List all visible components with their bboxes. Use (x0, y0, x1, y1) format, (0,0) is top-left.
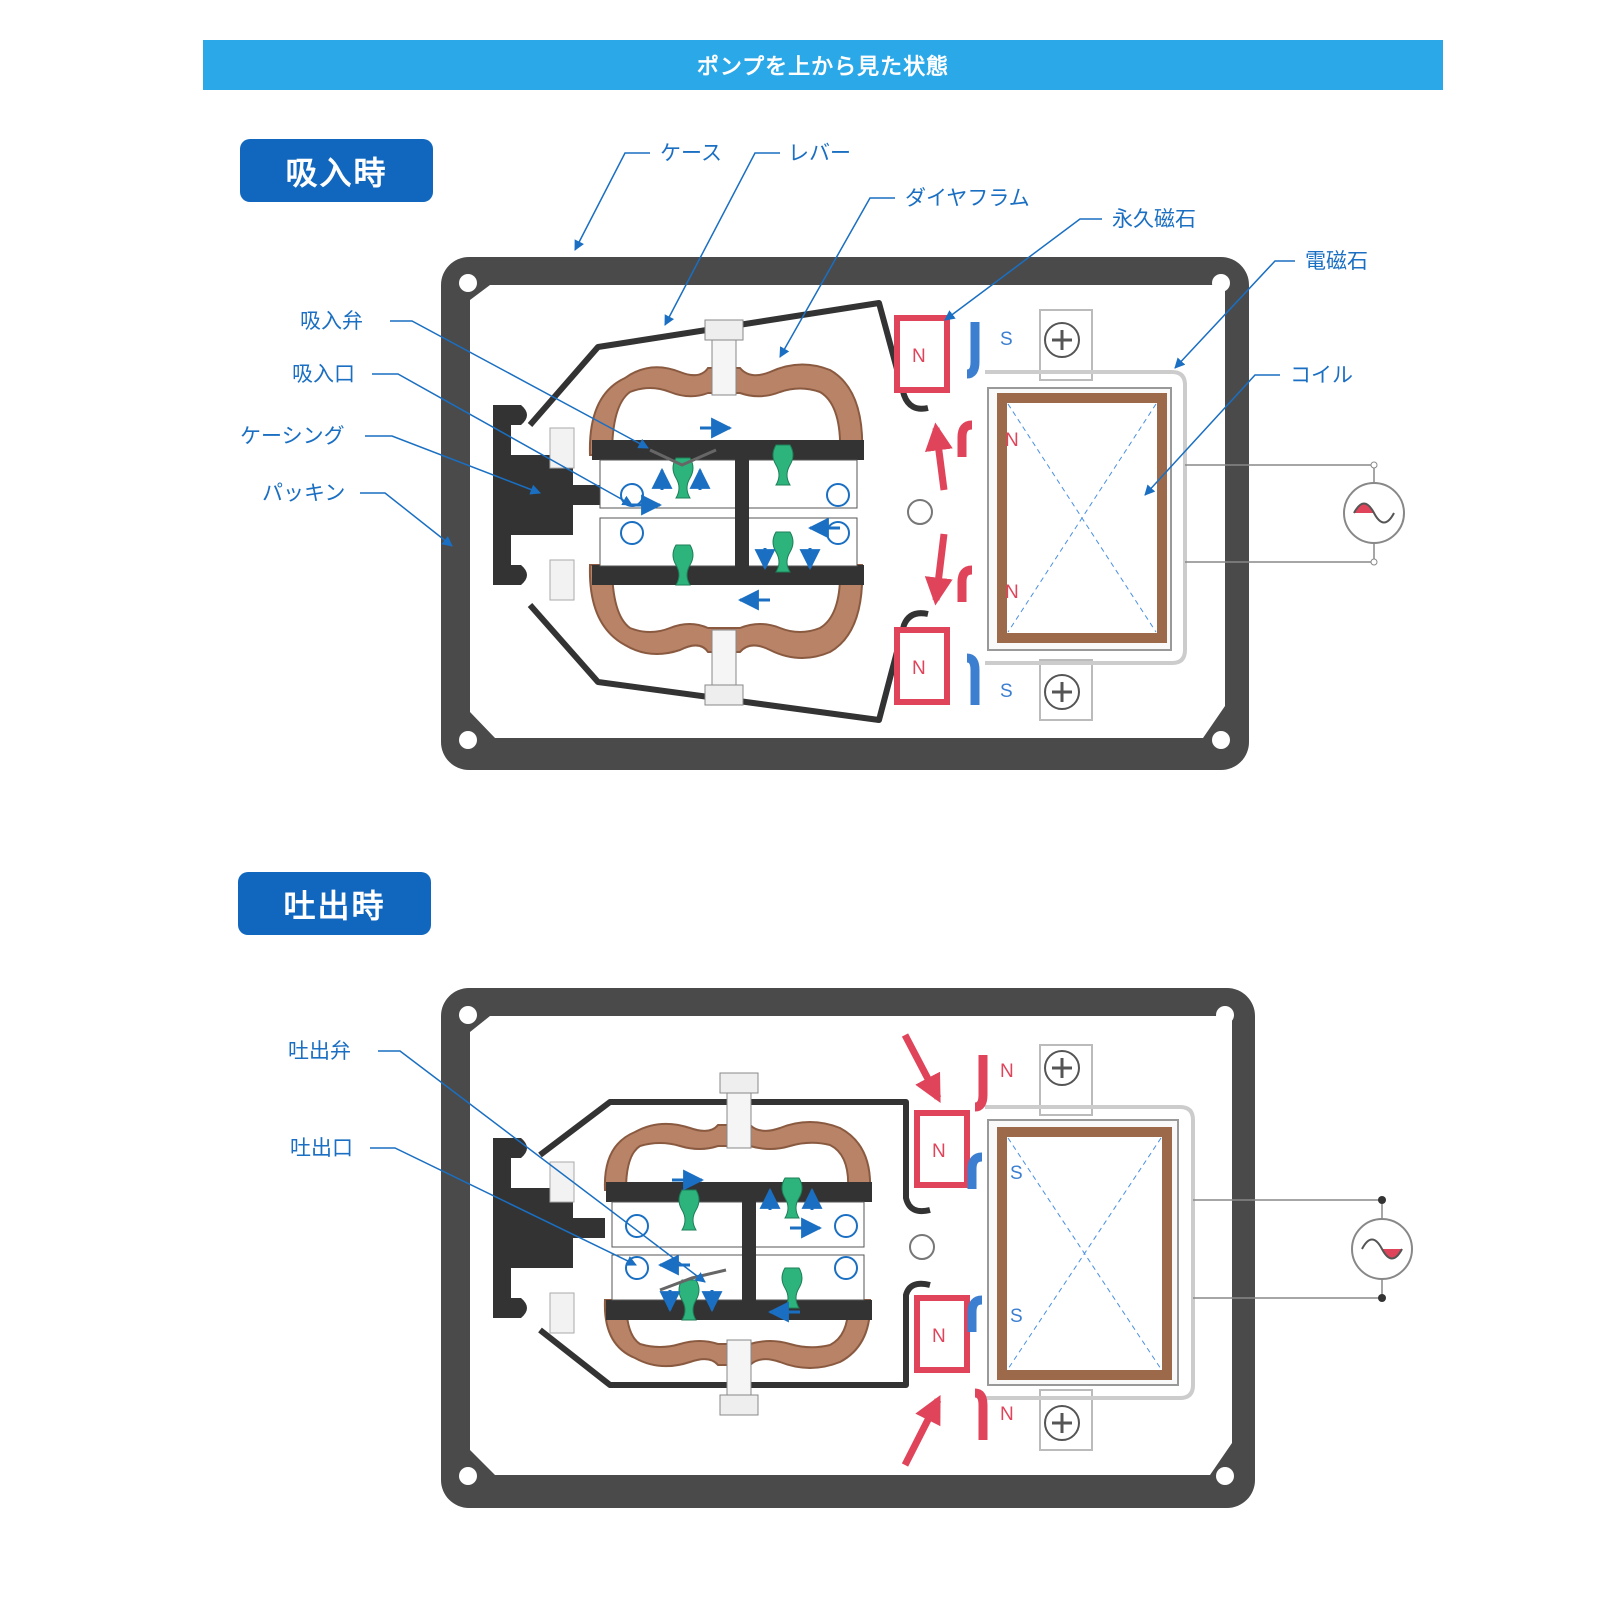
svg-text:N: N (912, 346, 926, 367)
lever-frame (538, 1099, 931, 1215)
label-permanent-magnet: 永久磁石 (1112, 207, 1196, 231)
diaphragm (603, 1072, 872, 1416)
magnet-motion-arrows (924, 422, 953, 606)
svg-text:S: S (1000, 329, 1013, 350)
page-title: ポンプを上から見た状態 (203, 40, 1443, 90)
svg-text:N: N (1005, 582, 1019, 603)
permanent-magnet-top: N (894, 315, 950, 393)
flow-arrows (630, 417, 840, 611)
svg-text:N: N (1000, 1061, 1014, 1082)
label-case: ケース (660, 141, 722, 165)
label-suction-valve: 吸入弁 (300, 309, 363, 333)
ac-source-icon (1185, 461, 1405, 566)
label-discharge-port: 吐出口 (290, 1136, 353, 1160)
lever-frame (527, 300, 929, 427)
permanent-magnet-top: N (914, 1110, 970, 1188)
discharge-port-block (493, 1138, 605, 1334)
label-casing: ケーシング (240, 424, 345, 448)
label-coil: コイル (1290, 363, 1353, 387)
label-lever: レバー (788, 141, 851, 165)
mode-badge-suction: 吸入時 (240, 139, 433, 202)
discharge-diagram: N N N S (288, 988, 1413, 1508)
permanent-magnet-bottom: N (914, 1295, 970, 1373)
svg-text:S: S (1000, 681, 1013, 702)
label-discharge-valve: 吐出弁 (288, 1039, 351, 1063)
svg-text:N: N (912, 658, 926, 679)
electromagnet: N S S N (967, 1044, 1195, 1451)
suction-diagram: N N S N (240, 141, 1405, 770)
svg-text:N: N (1005, 430, 1019, 451)
discharge-labels: 吐出弁 吐出口 (288, 1039, 706, 1283)
label-packing: パッキン (262, 481, 345, 505)
magnet-motion-arrows (901, 1033, 942, 1467)
svg-text:S: S (1010, 1163, 1023, 1184)
suction-labels: ケース レバー ダイヤフラム 永久磁石 電磁石 コイル 吸入弁 吸入口 ケーシン… (240, 141, 1368, 547)
label-suction-port: 吸入口 (292, 362, 355, 386)
mode-badge-discharge: 吐出時 (238, 872, 431, 935)
permanent-magnet-bottom: N (894, 627, 950, 705)
label-electromagnet: 電磁石 (1305, 249, 1368, 273)
svg-text:N: N (932, 1141, 946, 1162)
flow-arrows (657, 1169, 823, 1323)
label-diaphragm: ダイヤフラム (905, 186, 1030, 210)
svg-text:N: N (1000, 1404, 1014, 1425)
svg-text:S: S (1010, 1306, 1023, 1327)
svg-text:N: N (932, 1326, 946, 1347)
ac-source-icon (1193, 1196, 1413, 1302)
electromagnet: S N N S (957, 309, 1187, 721)
